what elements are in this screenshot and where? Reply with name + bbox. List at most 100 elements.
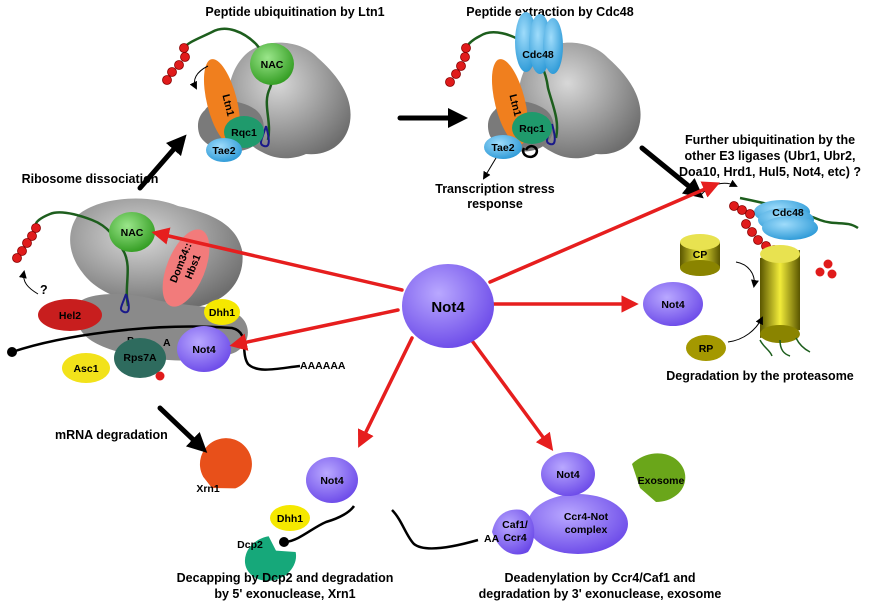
- cp-label: CP: [693, 249, 708, 261]
- caption-stress-2: response: [467, 197, 523, 211]
- ltn1-panel: Peptide ubiquitination by Ltn1 Ltn1 NAC …: [162, 5, 385, 162]
- caption-deadenyl-2: degradation by 3' exonuclease, exosome: [479, 587, 722, 601]
- cdc48-hexamer: [754, 200, 818, 240]
- ubiquitin: [155, 371, 165, 381]
- caf1-label-2: Ccr4: [503, 532, 527, 544]
- central-not4-protein: [402, 264, 494, 348]
- arrow-cdc48-to-proteasome: [639, 145, 704, 199]
- tae2-label: Tae2: [212, 145, 235, 157]
- dcp2-label: Dcp2: [237, 539, 263, 551]
- dhh1-label: Dhh1: [277, 513, 303, 525]
- ubiquitination-arrow: [189, 65, 209, 90]
- red-arrows: [151, 181, 721, 452]
- mrna: [11, 325, 301, 371]
- caption-further-1: Further ubiquitination by the: [685, 133, 855, 147]
- dcp2-protein: [244, 536, 297, 581]
- cdc48-hexamer: [515, 12, 563, 74]
- proteasome-panel: Further ubiquitination by the other E3 l…: [643, 133, 861, 383]
- nascent-peptide: [182, 27, 274, 141]
- not4-label: Not4: [661, 299, 684, 311]
- stress-arrow: [482, 157, 497, 180]
- mrna-cap: [279, 537, 289, 547]
- not4-protein: [643, 282, 703, 326]
- arrow-dissociation: [137, 134, 187, 191]
- ubiquitin-chain: [162, 43, 190, 85]
- ccr4-not-complex: [528, 494, 628, 554]
- rqc1-protein: [512, 112, 552, 144]
- exosome-label: Exosome: [638, 475, 685, 487]
- dhh1-protein: [204, 299, 240, 325]
- deadenylation-panel: Ccr4-Not complex Not4 Caf1/ Ccr4 AA Exos…: [391, 452, 722, 601]
- not4-protein: [306, 457, 358, 503]
- cdc48-label: Cdc48: [522, 49, 554, 61]
- ubiquitination-arrow: [18, 270, 39, 295]
- rp-label: RP: [699, 343, 714, 355]
- site-a-label: A: [163, 337, 171, 349]
- arrow-not4-to-ubiquitination: [488, 181, 721, 284]
- not4-protein: [541, 452, 595, 496]
- cdc48-panel: Peptide extraction by Cdc48 Ltn1 Cdc48 R…: [435, 5, 641, 211]
- arrow-mrna-degradation: [157, 405, 208, 453]
- rqc1-protein: [224, 116, 264, 148]
- rqc1-label: Rqc1: [231, 127, 257, 139]
- mrna: [285, 505, 356, 544]
- proteasome-rp: [686, 335, 726, 361]
- caption-deadenyl-1: Deadenylation by Ccr4/Caf1 and: [504, 571, 695, 585]
- mrna: [391, 509, 479, 550]
- tae2-protein: [484, 135, 522, 159]
- ccr4not-label-1: Ccr4-Not: [564, 511, 609, 523]
- cdc48-label: Cdc48: [772, 207, 804, 219]
- caf1-ccr4-protein: [492, 509, 535, 555]
- dom34-hbs1-protein: [162, 229, 210, 307]
- asc1-label: Asc1: [73, 363, 98, 375]
- not4-label: Not4: [556, 469, 579, 481]
- not4-label: Not4: [320, 475, 343, 487]
- caption-stress-1: Transcription stress: [435, 182, 555, 196]
- nac-protein: [250, 43, 294, 85]
- ltn1-label: Ltn1: [506, 93, 523, 118]
- xrn1-protein: [199, 438, 252, 489]
- ubiquitin-chain: [445, 43, 471, 87]
- hel2-label: Hel2: [59, 310, 81, 322]
- caption-mrna-degradation: mRNA degradation: [55, 428, 168, 442]
- not4-label: Not4: [192, 344, 215, 356]
- xrn1-label: Xrn1: [196, 483, 220, 495]
- rqc1-label: Rqc1: [519, 123, 545, 135]
- arrow-not4-to-decapping: [357, 336, 414, 448]
- dhh1-label: Dhh1: [209, 307, 235, 319]
- proteasome-core: [759, 245, 811, 357]
- caption-ltn1: Peptide ubiquitination by Ltn1: [205, 5, 384, 19]
- nac-protein: [109, 212, 155, 252]
- black-arrows: [137, 108, 704, 453]
- ccr4not-label-2: complex: [565, 524, 608, 536]
- tae2-label: Tae2: [491, 142, 514, 154]
- caption-ribosome-dissociation: Ribosome dissociation: [22, 172, 159, 186]
- not4-protein: [177, 326, 231, 372]
- asc1-protein: [62, 353, 110, 383]
- stalled-ribosome-panel: Ribosome dissociation ? NAC Dom34:: Hbs1…: [7, 172, 346, 383]
- released-ubiquitin: [815, 259, 837, 279]
- arrow-not4-to-nac: [151, 227, 404, 292]
- released-trna: [521, 144, 539, 159]
- caption-cdc48: Peptide extraction by Cdc48: [466, 5, 633, 19]
- nac-label: NAC: [261, 59, 284, 71]
- hel2-protein: [38, 299, 102, 331]
- dhh1-protein: [270, 505, 310, 531]
- arrow-not4-to-deadenylation: [468, 336, 554, 452]
- caption-proteasome: Degradation by the proteasome: [666, 369, 854, 383]
- caption-further-3: Doa10, Hrd1, Hul5, Not4, etc) ?: [679, 165, 861, 179]
- question-mark: ?: [40, 283, 48, 297]
- polya-tail: AAAAAA: [300, 360, 346, 372]
- ubiquitin-chain: [12, 223, 41, 263]
- aa-tail: AA: [484, 533, 500, 545]
- tae2-protein: [206, 138, 242, 162]
- mrna-cap: [7, 347, 17, 357]
- assembly-arrow-rp: [727, 316, 763, 343]
- caption-decap-2: by 5' exonuclease, Xrn1: [214, 587, 355, 601]
- nac-label: NAC: [121, 227, 144, 239]
- caption-decap-1: Decapping by Dcp2 and degradation: [177, 571, 394, 585]
- nascent-peptide: [34, 211, 130, 307]
- trna-loop: [119, 293, 130, 314]
- arrow-not4-to-ribosome: [229, 308, 400, 351]
